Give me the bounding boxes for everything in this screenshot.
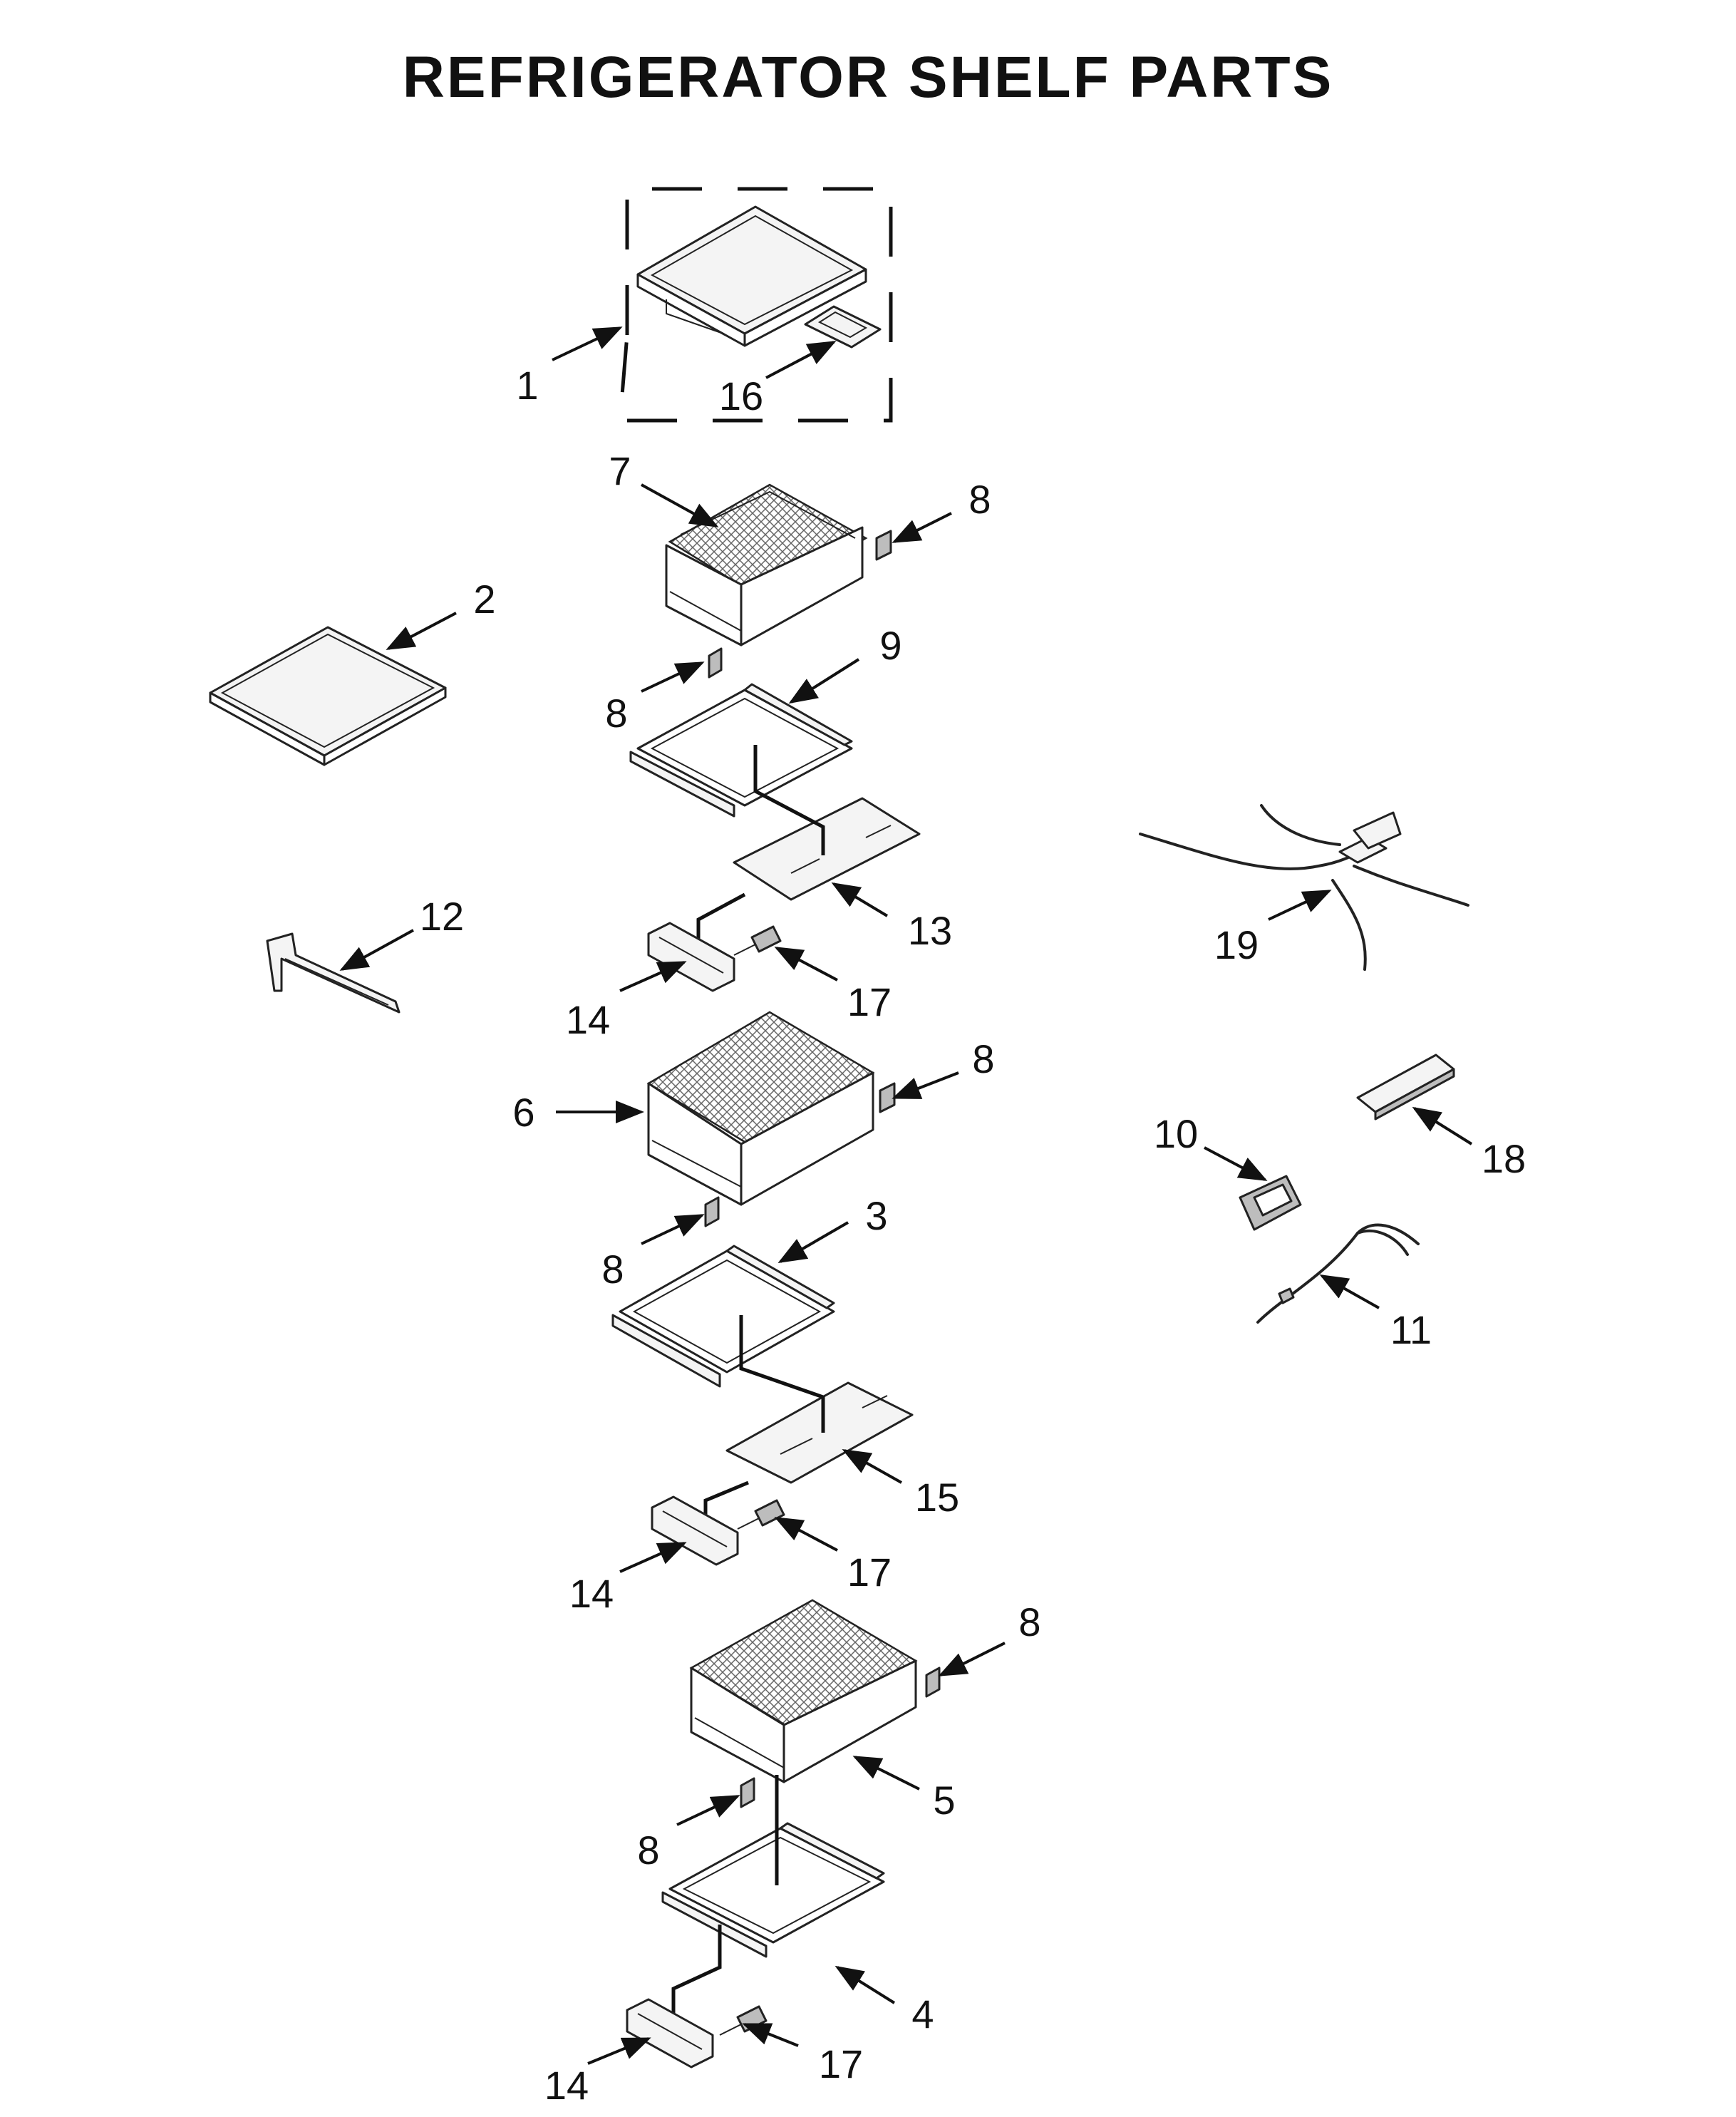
callout-14: 14 bbox=[544, 2063, 589, 2108]
callout-5: 5 bbox=[933, 1778, 955, 1823]
part-8-clip[interactable] bbox=[708, 647, 723, 679]
callout-14: 14 bbox=[569, 1571, 614, 1616]
part-3-drawer-frame[interactable] bbox=[611, 1245, 835, 1388]
callout-11: 11 bbox=[1390, 1307, 1432, 1352]
assembly-line bbox=[696, 892, 746, 948]
assembly-line bbox=[753, 745, 825, 855]
callout-4: 4 bbox=[911, 1992, 934, 2036]
part-15-cover-plate[interactable] bbox=[725, 1381, 914, 1484]
callout-1: 1 bbox=[516, 363, 538, 408]
part-14-bracket[interactable] bbox=[626, 1998, 714, 2069]
callout-12: 12 bbox=[420, 894, 464, 939]
callout-8: 8 bbox=[968, 477, 991, 522]
callout-17: 17 bbox=[847, 979, 892, 1024]
assembly-line bbox=[739, 1315, 825, 1433]
part-8-clip[interactable] bbox=[740, 1777, 755, 1808]
part-5-crisper-drawer[interactable] bbox=[689, 1599, 918, 1783]
callout-8: 8 bbox=[1018, 1600, 1040, 1644]
callout-7: 7 bbox=[609, 448, 631, 493]
callout-2: 2 bbox=[473, 577, 495, 622]
callout-9: 9 bbox=[879, 623, 901, 668]
part-7-deli-drawer[interactable] bbox=[665, 483, 868, 647]
part-1-assembly-outline bbox=[618, 187, 893, 423]
callout-8: 8 bbox=[605, 691, 627, 736]
callout-3: 3 bbox=[865, 1193, 887, 1238]
callout-10: 10 bbox=[1154, 1111, 1198, 1156]
part-13-cover-plate[interactable] bbox=[733, 797, 921, 901]
callout-18: 18 bbox=[1482, 1136, 1526, 1181]
callout-13: 13 bbox=[908, 908, 952, 953]
callout-16: 16 bbox=[719, 374, 763, 418]
part-9-drawer-frame[interactable] bbox=[629, 683, 853, 818]
part-8-clip[interactable] bbox=[879, 1082, 896, 1113]
callout-8: 8 bbox=[601, 1247, 624, 1292]
diagram-title: REFRIGERATOR SHELF PARTS bbox=[402, 45, 1334, 110]
part-12-hanger-bracket[interactable] bbox=[266, 932, 401, 1014]
callout-8: 8 bbox=[972, 1036, 994, 1081]
part-10-light-housing[interactable] bbox=[1239, 1175, 1302, 1231]
callout-6: 6 bbox=[512, 1090, 534, 1135]
part-1-glass-shelf[interactable] bbox=[636, 205, 867, 347]
part-18-led-light[interactable] bbox=[1356, 1054, 1455, 1121]
part-14-bracket[interactable] bbox=[647, 922, 735, 992]
part-2-glass-shelf[interactable] bbox=[209, 626, 447, 766]
leader-arrows bbox=[339, 326, 1473, 2065]
part-19-wire-harness[interactable] bbox=[1139, 804, 1469, 971]
callout-labels: 1 16 7 8 2 8 9 13 12 14 17 19 6 8 10 18 … bbox=[420, 363, 1526, 2108]
part-8-clip[interactable] bbox=[875, 530, 892, 561]
part-17-roller[interactable] bbox=[737, 1499, 785, 1530]
callout-19: 19 bbox=[1214, 922, 1259, 967]
part-11-wire-harness[interactable] bbox=[1256, 1223, 1420, 1324]
part-4-drawer-frame[interactable] bbox=[661, 1822, 885, 1958]
callout-17: 17 bbox=[847, 1550, 892, 1595]
callout-17: 17 bbox=[819, 2041, 863, 2086]
assembly-line bbox=[671, 1925, 722, 2017]
part-8-clip[interactable] bbox=[925, 1667, 941, 1698]
part-16-light-bar[interactable] bbox=[804, 305, 882, 349]
callout-8: 8 bbox=[637, 1828, 659, 1873]
part-6-crisper-drawer[interactable] bbox=[646, 1011, 875, 1206]
part-8-clip[interactable] bbox=[704, 1196, 720, 1227]
part-14-bracket[interactable] bbox=[651, 1495, 739, 1566]
part-17-roller[interactable] bbox=[733, 925, 782, 956]
callout-15: 15 bbox=[915, 1475, 959, 1520]
callout-14: 14 bbox=[566, 997, 610, 1042]
